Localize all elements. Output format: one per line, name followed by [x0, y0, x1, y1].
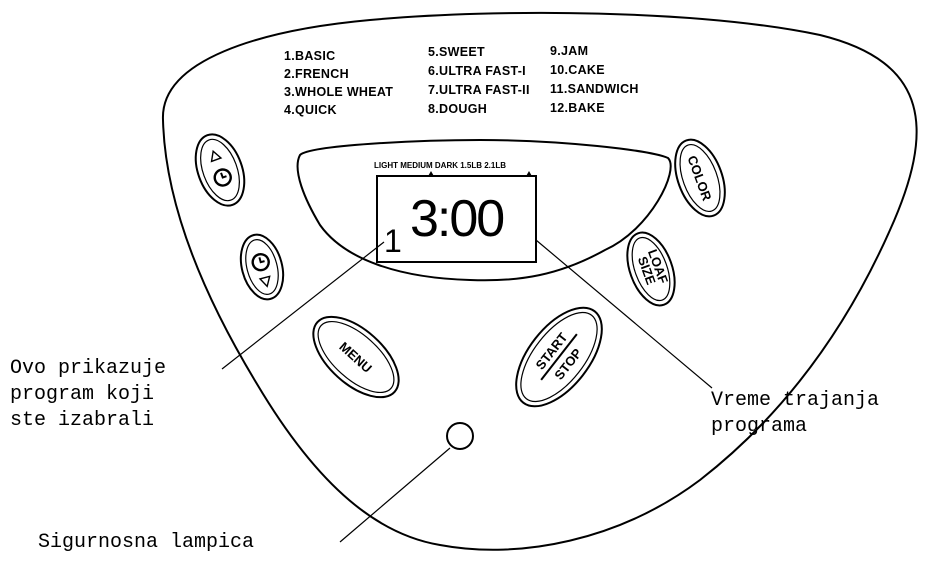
program-2: 2.FRENCH — [284, 67, 349, 81]
leader-line-lamp — [340, 448, 450, 542]
menu-button-label: MENU — [336, 339, 374, 376]
annotation-duration-line-2: programa — [711, 414, 879, 440]
annotation-duration: Vreme trajanja programa — [711, 388, 879, 440]
safety-lamp — [447, 423, 473, 449]
control-panel-outline — [163, 13, 917, 550]
clock-down-icon — [251, 252, 271, 272]
loaf-size-button[interactable]: LOAF SIZE — [618, 226, 683, 312]
program-6: 6.ULTRA FAST-I — [428, 64, 526, 78]
program-7: 7.ULTRA FAST-II — [428, 83, 530, 97]
annotation-program-line-3: ste izabrali — [10, 408, 166, 434]
program-1: 1.BASIC — [284, 49, 335, 63]
annotation-program-shown: Ovo prikazuje program koji ste izabrali — [10, 356, 166, 434]
down-triangle-icon — [260, 276, 272, 287]
up-triangle-icon — [208, 149, 220, 161]
annotation-safety-lamp: Sigurnosna lampica — [38, 530, 254, 556]
annotation-safety-lamp-line: Sigurnosna lampica — [38, 530, 254, 556]
program-list: 1.BASIC 2.FRENCH 3.WHOLE WHEAT 4.QUICK 5… — [284, 44, 639, 117]
annotation-program-line-2: program koji — [10, 382, 166, 408]
timer-up-button[interactable] — [187, 128, 254, 213]
program-12: 12.BAKE — [550, 101, 605, 115]
start-stop-button[interactable]: START STOP — [500, 293, 619, 421]
crust-size-row: LIGHT MEDIUM DARK 1.5LB 2.1LB — [374, 161, 506, 170]
program-number-readout: 1 — [384, 223, 402, 259]
program-8: 8.DOUGH — [428, 102, 487, 116]
program-10: 10.CAKE — [550, 63, 605, 77]
color-button[interactable]: COLOR — [666, 133, 735, 223]
program-9: 9.JAM — [550, 44, 588, 58]
time-readout: 3:00 — [410, 190, 503, 248]
timer-down-button[interactable] — [234, 230, 290, 304]
annotation-program-line-1: Ovo prikazuje — [10, 356, 166, 382]
program-11: 11.SANDWICH — [550, 82, 639, 96]
clock-up-icon — [212, 167, 233, 188]
annotation-duration-line-1: Vreme trajanja — [711, 388, 879, 414]
program-4: 4.QUICK — [284, 103, 337, 117]
program-5: 5.SWEET — [428, 45, 485, 59]
menu-button[interactable]: MENU — [299, 302, 412, 412]
program-3: 3.WHOLE WHEAT — [284, 85, 393, 99]
